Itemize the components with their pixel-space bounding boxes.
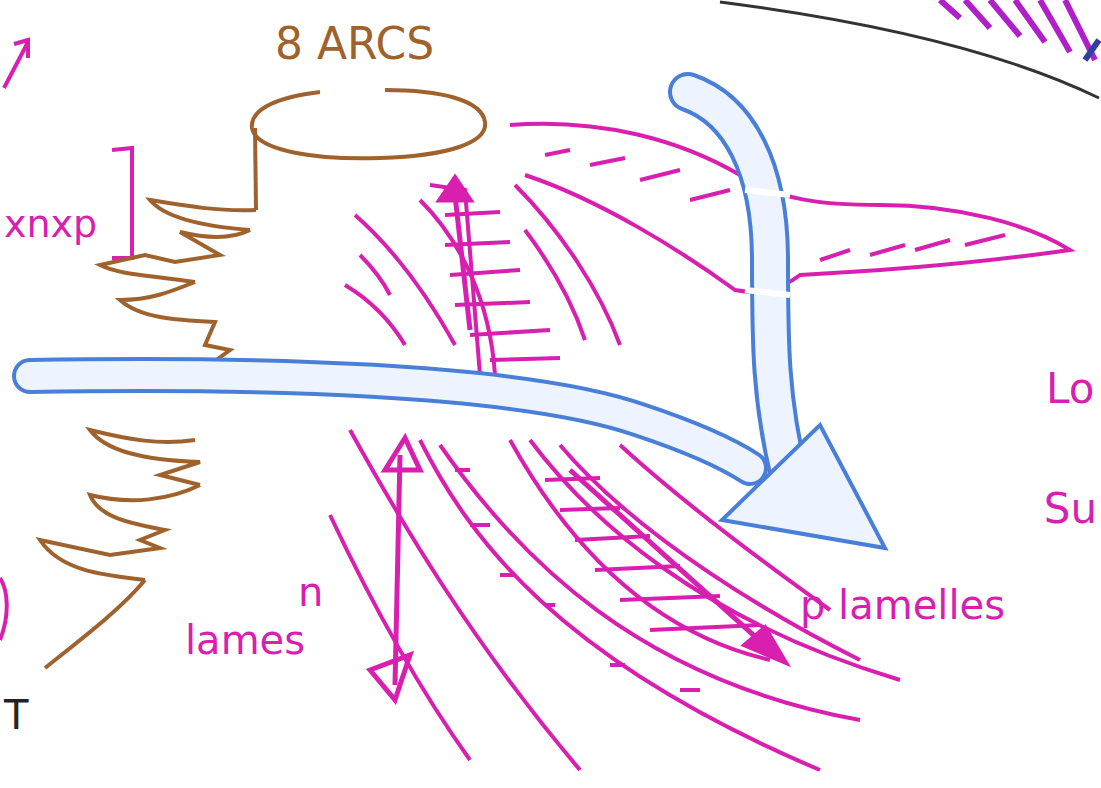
part-label: lames: [185, 620, 305, 660]
partial-label: Su: [1044, 488, 1097, 530]
hatched-region: [1085, 40, 1099, 60]
part-label: 8 ARCS: [275, 22, 434, 66]
hatched-region: [940, 0, 1095, 60]
count-label: n: [298, 572, 323, 612]
flow-arrow-band: [30, 92, 885, 548]
partial-mark: [0, 578, 7, 640]
outline-arc: [720, 2, 1099, 98]
hatch-marks: [445, 150, 1005, 690]
formula-label: xnxp: [4, 205, 97, 243]
partial-label: Lo: [1046, 368, 1094, 410]
bracket: [112, 148, 132, 258]
part-label: p lamelles: [800, 585, 1005, 625]
partial-label: T: [4, 695, 28, 735]
arrow-mark: [4, 40, 28, 88]
